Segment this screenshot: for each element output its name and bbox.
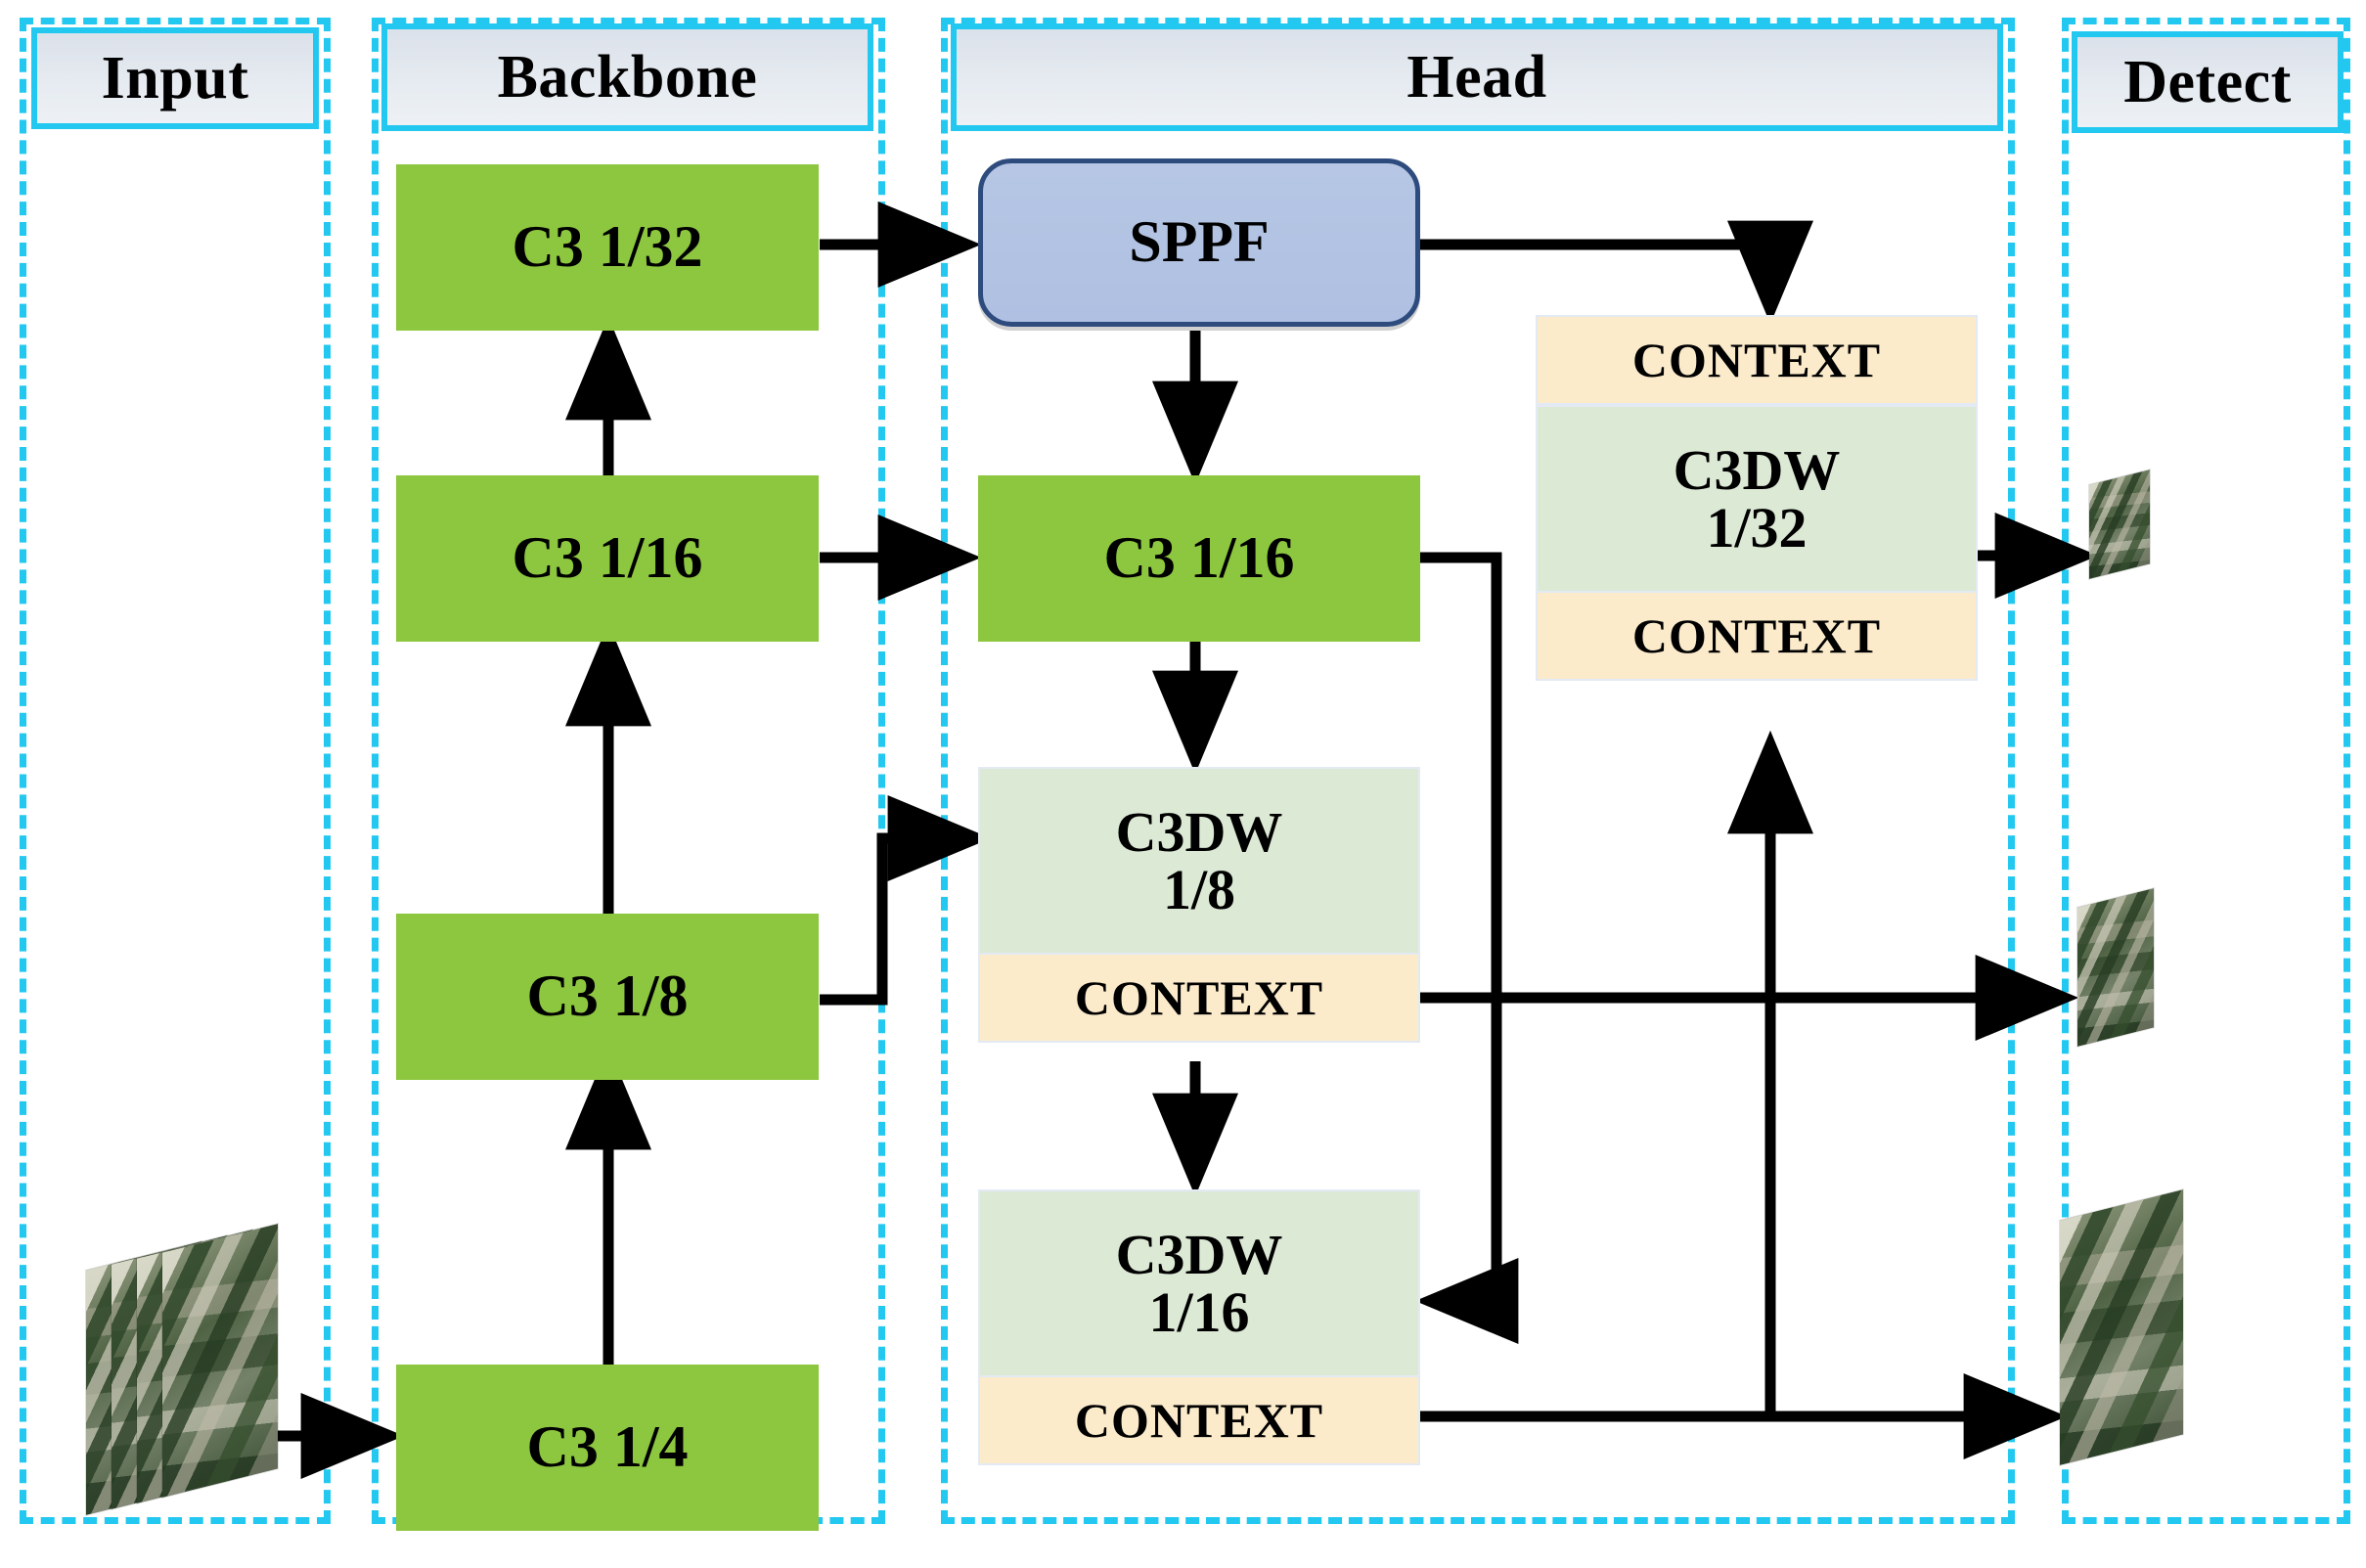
detect-output-small — [2089, 470, 2150, 579]
block-context-1-16[interactable]: CONTEXT — [978, 1375, 1420, 1465]
section-header-head: Head — [951, 23, 2003, 131]
block-label-c3dw-1-8-line1: C3DW — [1115, 799, 1283, 864]
section-header-backbone: Backbone — [381, 23, 873, 131]
block-label-c3dw-1-8-line2: 1/8 — [1162, 858, 1236, 921]
input-image-tile-4 — [162, 1224, 278, 1498]
section-header-input: Input — [31, 27, 319, 129]
section-input-frame — [20, 18, 331, 1524]
block-label-context-1-32-top: CONTEXT — [1631, 332, 1882, 387]
section-header-detect: Detect — [2072, 31, 2344, 133]
block-label-c3-1-16: C3 1/16 — [512, 525, 703, 591]
section-detect-frame — [2062, 18, 2350, 1524]
block-label-context-1-32-bottom: CONTEXT — [1631, 607, 1882, 663]
detect-output-large — [2060, 1189, 2183, 1465]
section-label-head: Head — [1406, 44, 1547, 111]
block-c3-1-4[interactable]: C3 1/4 — [396, 1365, 819, 1531]
block-c3-1-16[interactable]: C3 1/16 — [396, 475, 819, 642]
block-c3-1-8[interactable]: C3 1/8 — [396, 914, 819, 1080]
block-c3-1-32[interactable]: C3 1/32 — [396, 164, 819, 331]
block-label-c3-1-32: C3 1/32 — [512, 214, 703, 280]
block-context-1-32-top[interactable]: CONTEXT — [1536, 315, 1978, 405]
block-label-c3dw-1-32-line2: 1/32 — [1706, 496, 1808, 560]
block-label-c3dw-1-16-line1: C3DW — [1115, 1222, 1283, 1286]
section-label-backbone: Backbone — [497, 44, 758, 111]
section-head-frame — [941, 18, 2015, 1524]
detect-output-medium — [2077, 888, 2154, 1047]
input-image-stack — [86, 1224, 301, 1515]
block-label-sppf: SPPF — [1129, 209, 1270, 275]
block-label-context-1-8: CONTEXT — [1074, 969, 1324, 1025]
block-c3dw-1-8[interactable]: C3DW 1/8 — [978, 767, 1420, 953]
block-label-context-1-16: CONTEXT — [1074, 1392, 1324, 1448]
block-head-c3-1-16[interactable]: C3 1/16 — [978, 475, 1420, 642]
block-label-c3dw-1-16-line2: 1/16 — [1148, 1280, 1250, 1344]
block-label-c3-1-4: C3 1/4 — [526, 1414, 689, 1480]
block-sppf[interactable]: SPPF — [978, 158, 1420, 327]
block-label-c3-1-8: C3 1/8 — [526, 963, 689, 1029]
block-context-1-32-bottom[interactable]: CONTEXT — [1536, 591, 1978, 681]
section-label-detect: Detect — [2123, 49, 2292, 115]
section-label-input: Input — [101, 45, 249, 112]
block-c3dw-1-32[interactable]: C3DW 1/32 — [1536, 405, 1978, 591]
block-c3dw-1-16[interactable]: C3DW 1/16 — [978, 1189, 1420, 1375]
block-context-1-8[interactable]: CONTEXT — [978, 953, 1420, 1043]
block-label-head-c3-1-16: C3 1/16 — [1103, 525, 1295, 591]
block-label-c3dw-1-32-line1: C3DW — [1673, 437, 1841, 502]
